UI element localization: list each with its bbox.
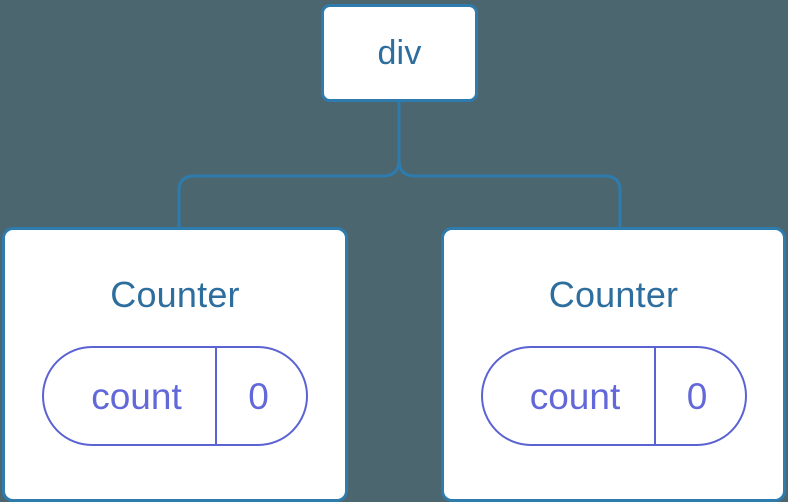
- node-div[interactable]: div: [321, 4, 478, 102]
- state-key-left: count: [44, 348, 217, 444]
- edge-to-right-child: [397, 158, 622, 229]
- node-counter-left-label: Counter: [110, 274, 240, 315]
- state-capsule-right[interactable]: count 0: [480, 346, 747, 446]
- node-counter-right[interactable]: Counter count 0: [441, 227, 786, 502]
- state-key-right: count: [483, 348, 656, 444]
- node-div-label: div: [377, 34, 422, 72]
- state-value-left: 0: [248, 375, 269, 417]
- state-capsule-left[interactable]: count 0: [42, 346, 308, 446]
- state-value-right: 0: [686, 375, 708, 417]
- node-counter-right-label: Counter: [548, 274, 679, 315]
- node-counter-left[interactable]: Counter count 0: [2, 227, 348, 502]
- edge-to-left-child: [177, 158, 401, 229]
